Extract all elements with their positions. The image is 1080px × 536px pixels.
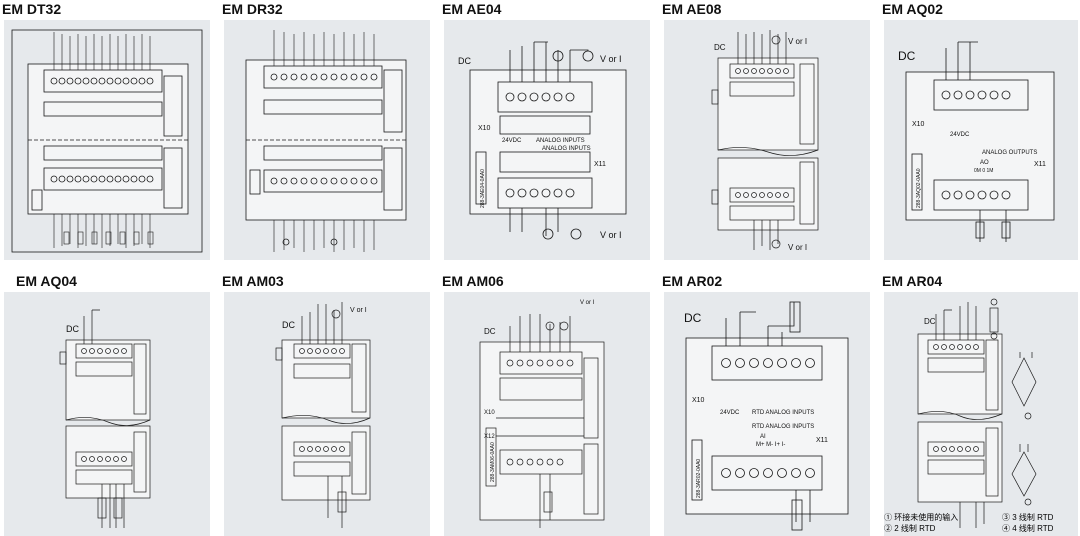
- module-title: EM AQ04: [16, 273, 77, 289]
- analog-inputs-label: ANALOG INPUTS: [542, 146, 591, 152]
- module-em-aq02: EM AQ02 DC X10 X11 24VDC ANALOG OUTPUTS …: [882, 0, 1080, 262]
- wiring-diagram-panel: [4, 20, 210, 260]
- module-em-dr32: EM DR32: [222, 0, 434, 262]
- module-title: EM DR32: [222, 1, 283, 17]
- part-number: 288-3AR02-0AA0: [696, 459, 702, 498]
- legend-item-3: ③ 3 线制 RTD: [1002, 513, 1054, 522]
- module-title: EM AE04: [442, 1, 502, 17]
- module-em-ar04: EM AR04 DC ① 环接未使用的输入 ② 2: [882, 272, 1080, 536]
- dc-label: DC: [66, 324, 79, 334]
- dr32-wiring-diagram: [245, 30, 407, 252]
- dc-label: DC: [714, 43, 726, 52]
- module-em-ar02: EM AR02 DC X10 X11 24VDC RTD ANALOG INPU…: [662, 272, 874, 536]
- dt32-wiring-diagram: [11, 29, 203, 253]
- ai-label: AI: [760, 434, 766, 440]
- dc-label: DC: [898, 49, 916, 63]
- analog-outputs-label: ANALOG OUTPUTS: [982, 150, 1037, 156]
- x12-label: X12: [484, 434, 495, 440]
- dc-label: DC: [282, 320, 295, 330]
- x11-label: X11: [816, 437, 828, 444]
- v-or-i-label: V or I: [788, 37, 807, 46]
- v-or-i-label: V or I: [600, 230, 622, 240]
- ar04-wiring-diagram: DC: [917, 298, 1037, 528]
- wiring-diagram-panel: DC X10 X11 24VDC ANALOG OUTPUTS AO 0M 0 …: [884, 20, 1078, 260]
- dc-label: DC: [458, 56, 471, 66]
- module-title: EM AR02: [662, 273, 723, 289]
- am03-wiring-diagram: DC V or I: [275, 302, 371, 528]
- rtd-inputs-label: RTD ANALOG INPUTS: [752, 424, 814, 430]
- analog-inputs-label: ANALOG INPUTS: [536, 138, 585, 144]
- wiring-diagram-panel: V or I DC X10 X12 288-3AM06-0AA0: [444, 292, 650, 536]
- wiring-diagram-panel: [224, 20, 430, 260]
- ar02-wiring-diagram: DC X10 X11 24VDC RTD ANALOG INPUTS RTD A…: [684, 301, 849, 531]
- module-title: EM AE08: [662, 1, 722, 17]
- legend-item-4: ④ 4 线制 RTD: [1002, 524, 1054, 533]
- module-em-am06: EM AM06 V or I DC X10: [442, 272, 654, 536]
- module-em-ae04: EM AE04 DC V or I V or I X10 X1: [442, 0, 654, 262]
- wiring-diagram-panel: DC: [884, 292, 1078, 536]
- supply-label: 24VDC: [720, 410, 740, 416]
- v-or-i-label: V or I: [788, 243, 807, 252]
- wiring-diagram-panel: DC V or I V or I X10 X11 24VDC ANALOG IN…: [444, 20, 650, 260]
- module-title: EM AQ02: [882, 1, 943, 17]
- wiring-diagram-panel: DC V or I: [224, 292, 430, 536]
- dc-label: DC: [484, 327, 496, 336]
- module-em-am03: EM AM03 DC V or I: [222, 272, 434, 536]
- module-em-dt32: EM DT32: [2, 0, 214, 262]
- wiring-diagram-panel: DC: [4, 292, 210, 536]
- aq04-wiring-diagram: DC: [59, 309, 151, 528]
- x11-label: X11: [594, 161, 606, 168]
- wiring-diagram-panel: DC V or I V or I: [664, 20, 870, 260]
- ae08-wiring-diagram: DC V or I V or I: [711, 30, 819, 252]
- ai-terminals: M+ M- I+ I-: [756, 442, 785, 448]
- module-em-aq04: EM AQ04 DC: [2, 272, 214, 536]
- aq02-wiring-diagram: DC X10 X11 24VDC ANALOG OUTPUTS AO 0M 0 …: [898, 41, 1055, 242]
- legend-item-2: ② 2 线制 RTD: [884, 524, 936, 533]
- module-title: EM AR04: [882, 273, 943, 289]
- v-or-i-label: V or I: [600, 54, 622, 64]
- wiring-diagram-panel: DC X10 X11 24VDC RTD ANALOG INPUTS RTD A…: [664, 292, 870, 536]
- am06-wiring-diagram: V or I DC X10 X12 288-3AM06-0AA0: [479, 300, 605, 528]
- part-number: 288-3AM06-0AA0: [490, 442, 496, 482]
- ae04-wiring-diagram: DC V or I V or I X10 X11 24VDC ANALOG IN…: [458, 41, 627, 240]
- x10-label: X10: [912, 121, 925, 128]
- x10-label: X10: [478, 125, 491, 132]
- v-or-i-label: V or I: [580, 300, 595, 306]
- module-title: EM DT32: [2, 1, 62, 17]
- ao-label: AO: [980, 160, 989, 166]
- module-em-ae08: EM AE08 DC V or I: [662, 0, 874, 262]
- x10-label: X10: [692, 397, 705, 404]
- supply-label: 24VDC: [950, 132, 970, 138]
- module-title: EM AM06: [442, 273, 504, 289]
- part-number: 288-3AE04-0AA0: [480, 169, 486, 208]
- dc-label: DC: [684, 311, 702, 325]
- dc-label: DC: [924, 317, 936, 326]
- ao-terminals: 0M 0 1M: [974, 168, 993, 174]
- part-number: 288-3AQ02-0AA0: [916, 168, 922, 208]
- legend-item-1: ① 环接未使用的输入: [884, 513, 959, 522]
- v-or-i-label: V or I: [350, 307, 367, 314]
- x10-label: X10: [484, 410, 495, 416]
- x11-label: X11: [1034, 161, 1046, 168]
- rtd-inputs-label: RTD ANALOG INPUTS: [752, 410, 814, 416]
- module-title: EM AM03: [222, 273, 284, 289]
- supply-label: 24VDC: [502, 138, 522, 144]
